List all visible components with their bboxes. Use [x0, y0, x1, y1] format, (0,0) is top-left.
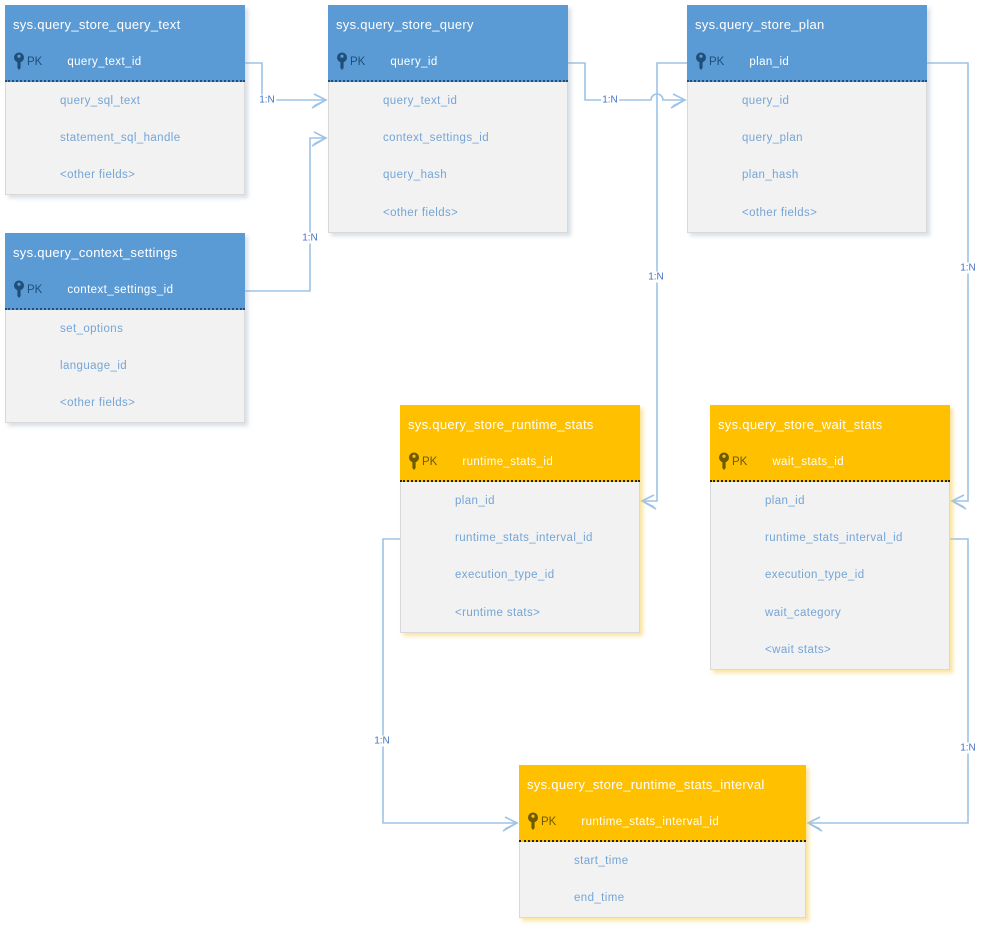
- field-row: <runtime stats>: [455, 606, 541, 619]
- cardinality-label: 1:N: [601, 94, 619, 106]
- connector-querytext-to-query[interactable]: [245, 62, 328, 109]
- pk-row: PK wait_stats_id: [710, 444, 950, 482]
- entity-query-context-settings[interactable]: sys.query_context_settings PK context_se…: [5, 233, 245, 424]
- pk-row: PK context_settings_id: [5, 272, 245, 310]
- field-row: query_id: [742, 94, 790, 107]
- primary-key-icon: [12, 52, 26, 72]
- entity-body: plan_id runtime_stats_interval_id execut…: [710, 482, 950, 670]
- pk-tag: PK: [709, 56, 725, 68]
- field-row: query_sql_text: [60, 94, 141, 107]
- pk-row: PK query_text_id: [5, 44, 245, 82]
- field-row: plan_hash: [742, 169, 799, 182]
- entity-body: query_sql_text statement_sql_handle <oth…: [5, 82, 245, 196]
- entity-query-store-query-text[interactable]: sys.query_store_query_text PK query_text…: [5, 5, 245, 196]
- entity-title: sys.query_store_runtime_stats: [400, 405, 640, 444]
- entity-body: query_text_id context_settings_id query_…: [328, 82, 568, 233]
- field-row: plan_id: [455, 494, 495, 507]
- field-row: query_hash: [383, 169, 448, 182]
- pk-field-name: context_settings_id: [67, 284, 174, 296]
- cardinality-label: 1:N: [647, 271, 665, 283]
- connector-plan-to-runtimestats[interactable]: [640, 62, 687, 510]
- field-row: plan_id: [765, 494, 805, 507]
- primary-key-icon: [12, 280, 26, 300]
- pk-field-name: plan_id: [749, 56, 790, 68]
- entity-title: sys.query_store_query: [328, 5, 568, 44]
- pk-tag: PK: [732, 456, 748, 468]
- entity-query-store-runtime-stats-interval[interactable]: sys.query_store_runtime_stats_interval P…: [519, 765, 806, 918]
- field-row: execution_type_id: [765, 569, 865, 582]
- entity-title: sys.query_context_settings: [5, 233, 245, 272]
- pk-tag: PK: [350, 56, 366, 68]
- field-row: context_settings_id: [383, 132, 490, 145]
- connector-query-to-plan[interactable]: [568, 62, 687, 109]
- field-row: runtime_stats_interval_id: [765, 532, 903, 545]
- field-row: <wait stats>: [765, 644, 832, 657]
- entity-body: start_time end_time: [519, 842, 806, 918]
- entity-body: set_options language_id <other fields>: [5, 310, 245, 424]
- pk-field-name: runtime_stats_id: [462, 456, 554, 468]
- pk-row: PK plan_id: [687, 44, 927, 82]
- pk-field-name: query_id: [390, 56, 438, 68]
- cardinality-label: 1:N: [301, 232, 319, 244]
- pk-tag: PK: [27, 284, 43, 296]
- field-row: runtime_stats_interval_id: [455, 532, 593, 545]
- cardinality-label: 1:N: [959, 262, 977, 274]
- primary-key-icon: [335, 52, 349, 72]
- connector-runtimestats-to-interval[interactable]: [382, 538, 519, 832]
- cardinality-label: 1:N: [373, 735, 391, 747]
- entity-body: plan_id runtime_stats_interval_id execut…: [400, 482, 640, 633]
- field-row: <other fields>: [383, 206, 459, 219]
- entity-title: sys.query_store_query_text: [5, 5, 245, 44]
- pk-tag: PK: [541, 816, 557, 828]
- pk-row: PK query_id: [328, 44, 568, 82]
- entity-title: sys.query_store_plan: [687, 5, 927, 44]
- field-row: end_time: [574, 892, 625, 905]
- field-row: set_options: [60, 322, 124, 335]
- field-row: language_id: [60, 360, 128, 373]
- field-row: start_time: [574, 854, 629, 867]
- entity-query-store-plan[interactable]: sys.query_store_plan PK plan_id query_id…: [687, 5, 927, 233]
- primary-key-icon: [407, 452, 421, 472]
- entity-query-store-query[interactable]: sys.query_store_query PK query_id query_…: [328, 5, 568, 233]
- pk-field-name: wait_stats_id: [772, 456, 845, 468]
- field-row: query_text_id: [383, 94, 458, 107]
- field-row: query_plan: [742, 132, 803, 145]
- field-row: statement_sql_handle: [60, 132, 181, 145]
- pk-field-name: query_text_id: [67, 56, 142, 68]
- connector-plan-to-waitstats[interactable]: [927, 62, 969, 510]
- cardinality-label: 1:N: [258, 94, 276, 106]
- entity-query-store-runtime-stats[interactable]: sys.query_store_runtime_stats PK runtime…: [400, 405, 640, 633]
- entity-title: sys.query_store_wait_stats: [710, 405, 950, 444]
- primary-key-icon: [526, 812, 540, 832]
- entity-query-store-wait-stats[interactable]: sys.query_store_wait_stats PK wait_stats…: [710, 405, 950, 670]
- pk-field-name: runtime_stats_interval_id: [581, 816, 720, 828]
- field-row: <other fields>: [742, 206, 818, 219]
- pk-tag: PK: [27, 56, 43, 68]
- primary-key-icon: [694, 52, 708, 72]
- entity-title: sys.query_store_runtime_stats_interval: [519, 765, 806, 804]
- connector-contextsettings-to-query[interactable]: [245, 131, 328, 292]
- entity-body: query_id query_plan plan_hash <other fie…: [687, 82, 927, 233]
- connector-waitstats-to-interval[interactable]: [806, 538, 969, 832]
- field-row: wait_category: [765, 606, 842, 619]
- field-row: execution_type_id: [455, 569, 555, 582]
- cardinality-label: 1:N: [959, 742, 977, 754]
- pk-tag: PK: [422, 456, 438, 468]
- field-row: <other fields>: [60, 169, 136, 182]
- pk-row: PK runtime_stats_interval_id: [519, 804, 806, 842]
- pk-row: PK runtime_stats_id: [400, 444, 640, 482]
- primary-key-icon: [717, 452, 731, 472]
- field-row: <other fields>: [60, 397, 136, 410]
